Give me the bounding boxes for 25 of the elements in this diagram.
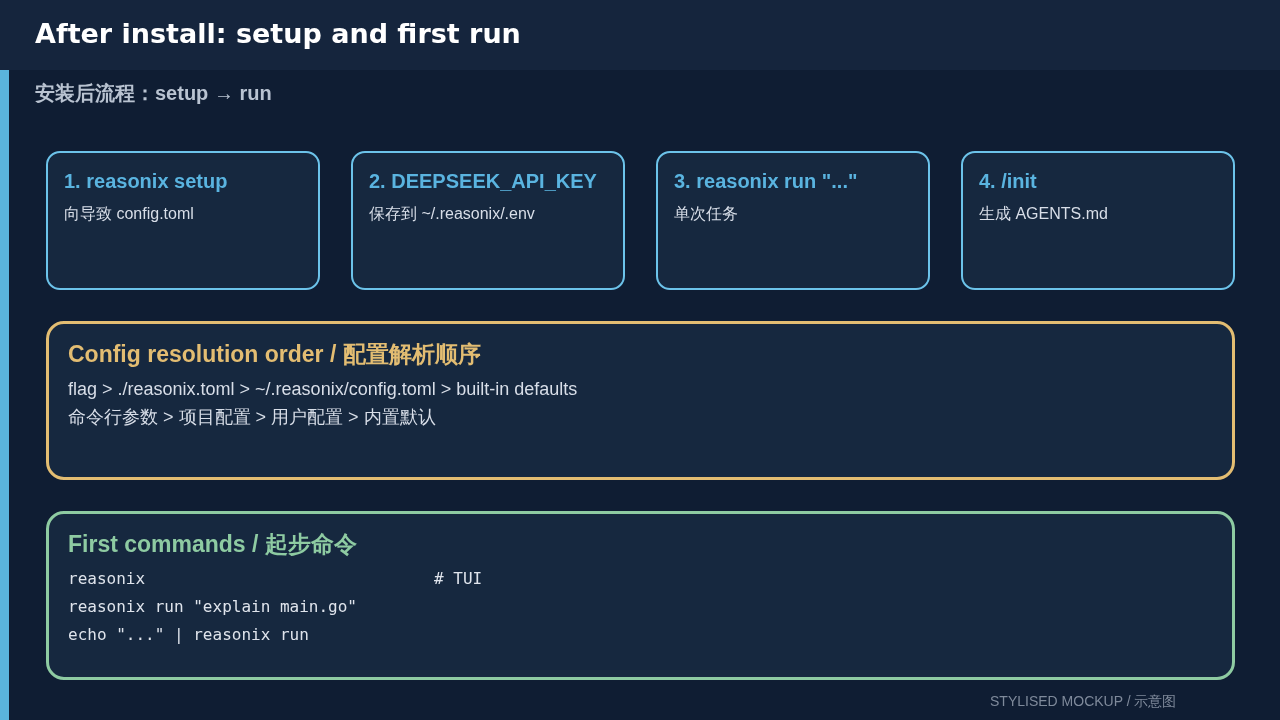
- card-heading: 4. /init: [979, 169, 1037, 194]
- panel-heading: First commands / 起步命令: [68, 530, 357, 559]
- card-heading: 1. reasonix setup: [64, 169, 228, 194]
- footer-note: STYLISED MOCKUP / 示意图: [990, 692, 1177, 710]
- panel-text: flag > ./reasonix.toml > ~/.reasonix/config.toml > built-in defaults: [68, 378, 578, 401]
- card-text: 单次任务: [674, 204, 738, 224]
- card-text: 生成 AGENTS.md: [979, 204, 1108, 224]
- card-heading: 3. reasonix run "...": [674, 169, 858, 194]
- code-line: echo "..." | reasonix run: [68, 624, 309, 646]
- step-card: [656, 151, 930, 290]
- subtitle: 安装后流程：setup → run: [35, 81, 272, 106]
- code-comment: # TUI: [434, 568, 483, 590]
- code-line: reasonix run "explain main.go": [68, 596, 357, 618]
- card-text: 保存到 ~/.reasonix/.env: [369, 204, 535, 224]
- step-card: [961, 151, 1235, 290]
- commands-panel: [46, 511, 1235, 680]
- code-line: reasonix: [68, 568, 146, 590]
- panel-text: 命令行参数 > 项目配置 > 用户配置 > 内置默认: [68, 406, 436, 429]
- page-title: After install: setup and first run: [35, 17, 521, 51]
- panel-heading: Config resolution order / 配置解析顺序: [68, 340, 481, 369]
- step-card: [46, 151, 320, 290]
- card-heading: 2. DEEPSEEK_API_KEY: [369, 169, 597, 194]
- card-text: 向导致 config.toml: [64, 204, 194, 224]
- info-panel: [46, 321, 1235, 480]
- step-card: [351, 151, 625, 290]
